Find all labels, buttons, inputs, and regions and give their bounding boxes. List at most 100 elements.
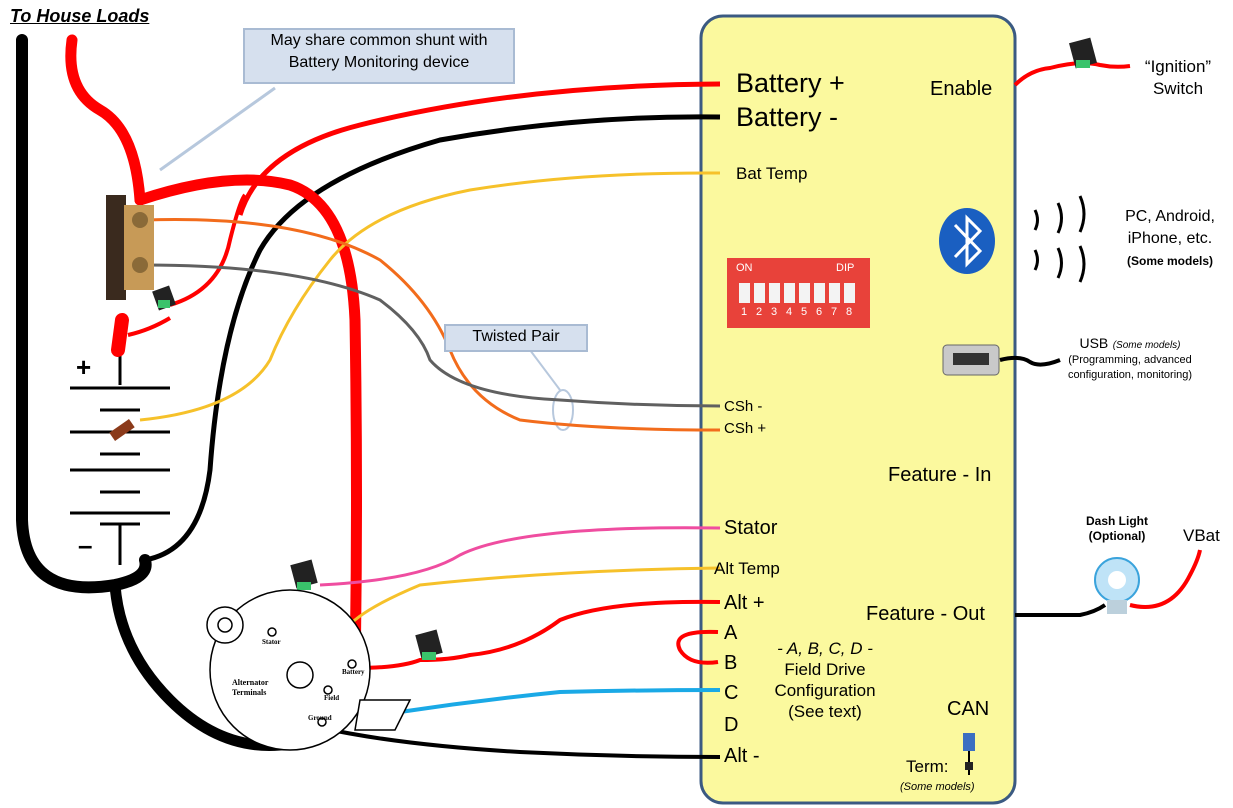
black-battery-neg-wire [144,114,721,563]
battery-plus-label: + [76,352,92,382]
alt-neg-terminal: Alt - [724,745,760,767]
terminal-c: C [724,682,739,704]
red-main-alt-wire [134,174,362,676]
alt-terminals-label: Alternator Terminals [232,678,268,698]
battery-symbol [70,345,170,565]
usb-connector-icon [942,344,1000,376]
term-label: Term: [906,757,949,776]
feature-out-terminal: Feature - Out [866,603,985,625]
field-drive-note: - A, B, C, D - Field Drive Configuration… [763,638,887,722]
field-drive-line-2: Field Drive [784,660,866,679]
field-drive-line-3: Configuration [774,681,876,700]
dip-num-3: 3 [771,306,778,318]
pc-devices-label: PC, Android, iPhone, etc. (Some models) [1110,206,1230,272]
usb-some-models: (Some models) [1112,340,1181,351]
battery-minus-label: – [78,530,93,560]
red-fuse-wire [127,193,247,337]
alt-terminals-line-1: Alternator [232,678,269,687]
alt-terminals-line-2: Terminals [232,688,267,697]
alt-battery-label: Battery [342,668,365,676]
current-shunt [106,195,154,300]
dip-num-1: 1 [741,306,748,318]
pc-line-2: iPhone, etc. [1127,230,1213,247]
csh-pos-terminal: CSh + [724,420,767,437]
battery-pos-terminal: Battery + [736,68,845,98]
can-label: CAN [947,698,990,720]
alt-stator-label: Stator [262,638,281,646]
dip-switch [727,258,870,328]
alt-temp-terminal: Alt Temp [714,559,780,578]
feature-in-terminal: Feature - In [888,464,992,486]
vbat-label: VBat [1183,526,1220,545]
csh-neg-terminal: CSh - [724,398,763,415]
black-feature-out-wire [1015,603,1107,617]
house-loads-title: To House Loads [10,6,150,26]
red-enable-wire [1013,61,1131,87]
gray-csh-neg-wire [144,263,721,408]
red-ab-jumper [676,629,719,665]
bluetooth-icon [939,208,995,274]
dip-on-label: ON [736,262,753,274]
enable-fuse [1069,37,1097,69]
field-drive-line-1: - A, B, C, D - [777,639,873,658]
enable-terminal: Enable [930,78,993,100]
ignition-line-1: “Ignition” [1144,57,1212,76]
twisted-pair-ring [552,389,574,431]
twisted-pair-pointer [529,349,561,391]
ignition-switch-label: “Ignition” Switch [1138,56,1218,100]
dip-label: DIP [836,262,855,274]
black-usb-wire [999,355,1061,367]
dip-num-6: 6 [816,306,823,318]
dash-light-bulb-icon [1094,557,1140,614]
black-alt-neg-wire [321,726,721,759]
pc-line-1: PC, Android, [1125,208,1215,225]
dip-num-4: 4 [786,306,793,318]
shunt-note-line-2: Battery Monitoring device [288,54,470,71]
alt-field-label: Field [324,694,340,702]
can-terminator [963,733,975,775]
yellow-alt-temp-wire [343,566,721,631]
dip-num-5: 5 [801,306,808,318]
pc-line-3: (Some models) [1126,254,1213,268]
dip-num-7: 7 [831,306,838,318]
red-house-loads-wire [65,34,146,206]
terminal-b: B [724,652,738,674]
ignition-line-2: Switch [1152,79,1204,98]
terminal-a: A [724,622,738,644]
term-some-models: (Some models) [900,781,975,793]
usb-line-1: USB (Some models) [1055,336,1205,353]
red-vbat-wire [1129,549,1202,609]
red-alt-pos-wire [354,599,721,670]
shunt-fuse [152,285,176,311]
alt-pos-fuse [415,629,443,660]
dip-num-2: 2 [756,306,763,318]
alternator [206,589,412,751]
field-drive-line-4: (See text) [788,702,862,721]
shunt-callout-pointer [159,86,276,172]
wireless-signal-icon [1033,195,1086,283]
usb-label: USB (Some models) (Programming, advanced… [1055,336,1205,383]
usb-title: USB [1079,335,1109,351]
stator-fuse [290,559,318,590]
terminal-d: D [724,714,739,736]
bat-temp-terminal: Bat Temp [736,164,808,183]
stator-terminal: Stator [724,517,778,539]
bat-temp-sensor [109,419,135,441]
black-house-ground-wire [16,34,152,594]
dip-num-8: 8 [846,306,853,318]
dash-line-1: Dash Light [1086,514,1148,528]
usb-line-3: configuration, monitoring) [1067,369,1193,381]
shunt-note-line-1: May share common shunt with [270,32,488,49]
red-shunt-to-battery [111,313,129,357]
usb-line-2: (Programming, advanced [1068,354,1192,366]
alt-ground-label: Ground [308,714,332,722]
regulator-box [699,14,1017,805]
red-battery-pos-wire [237,81,721,216]
alt-pos-terminal: Alt + [724,592,765,614]
twisted-pair-callout: Twisted Pair [444,324,588,352]
shunt-note-callout: May share common shunt with Battery Moni… [243,28,515,84]
yellow-bat-temp-wire [139,171,721,422]
dash-light-label: Dash Light (Optional) [1077,514,1157,544]
